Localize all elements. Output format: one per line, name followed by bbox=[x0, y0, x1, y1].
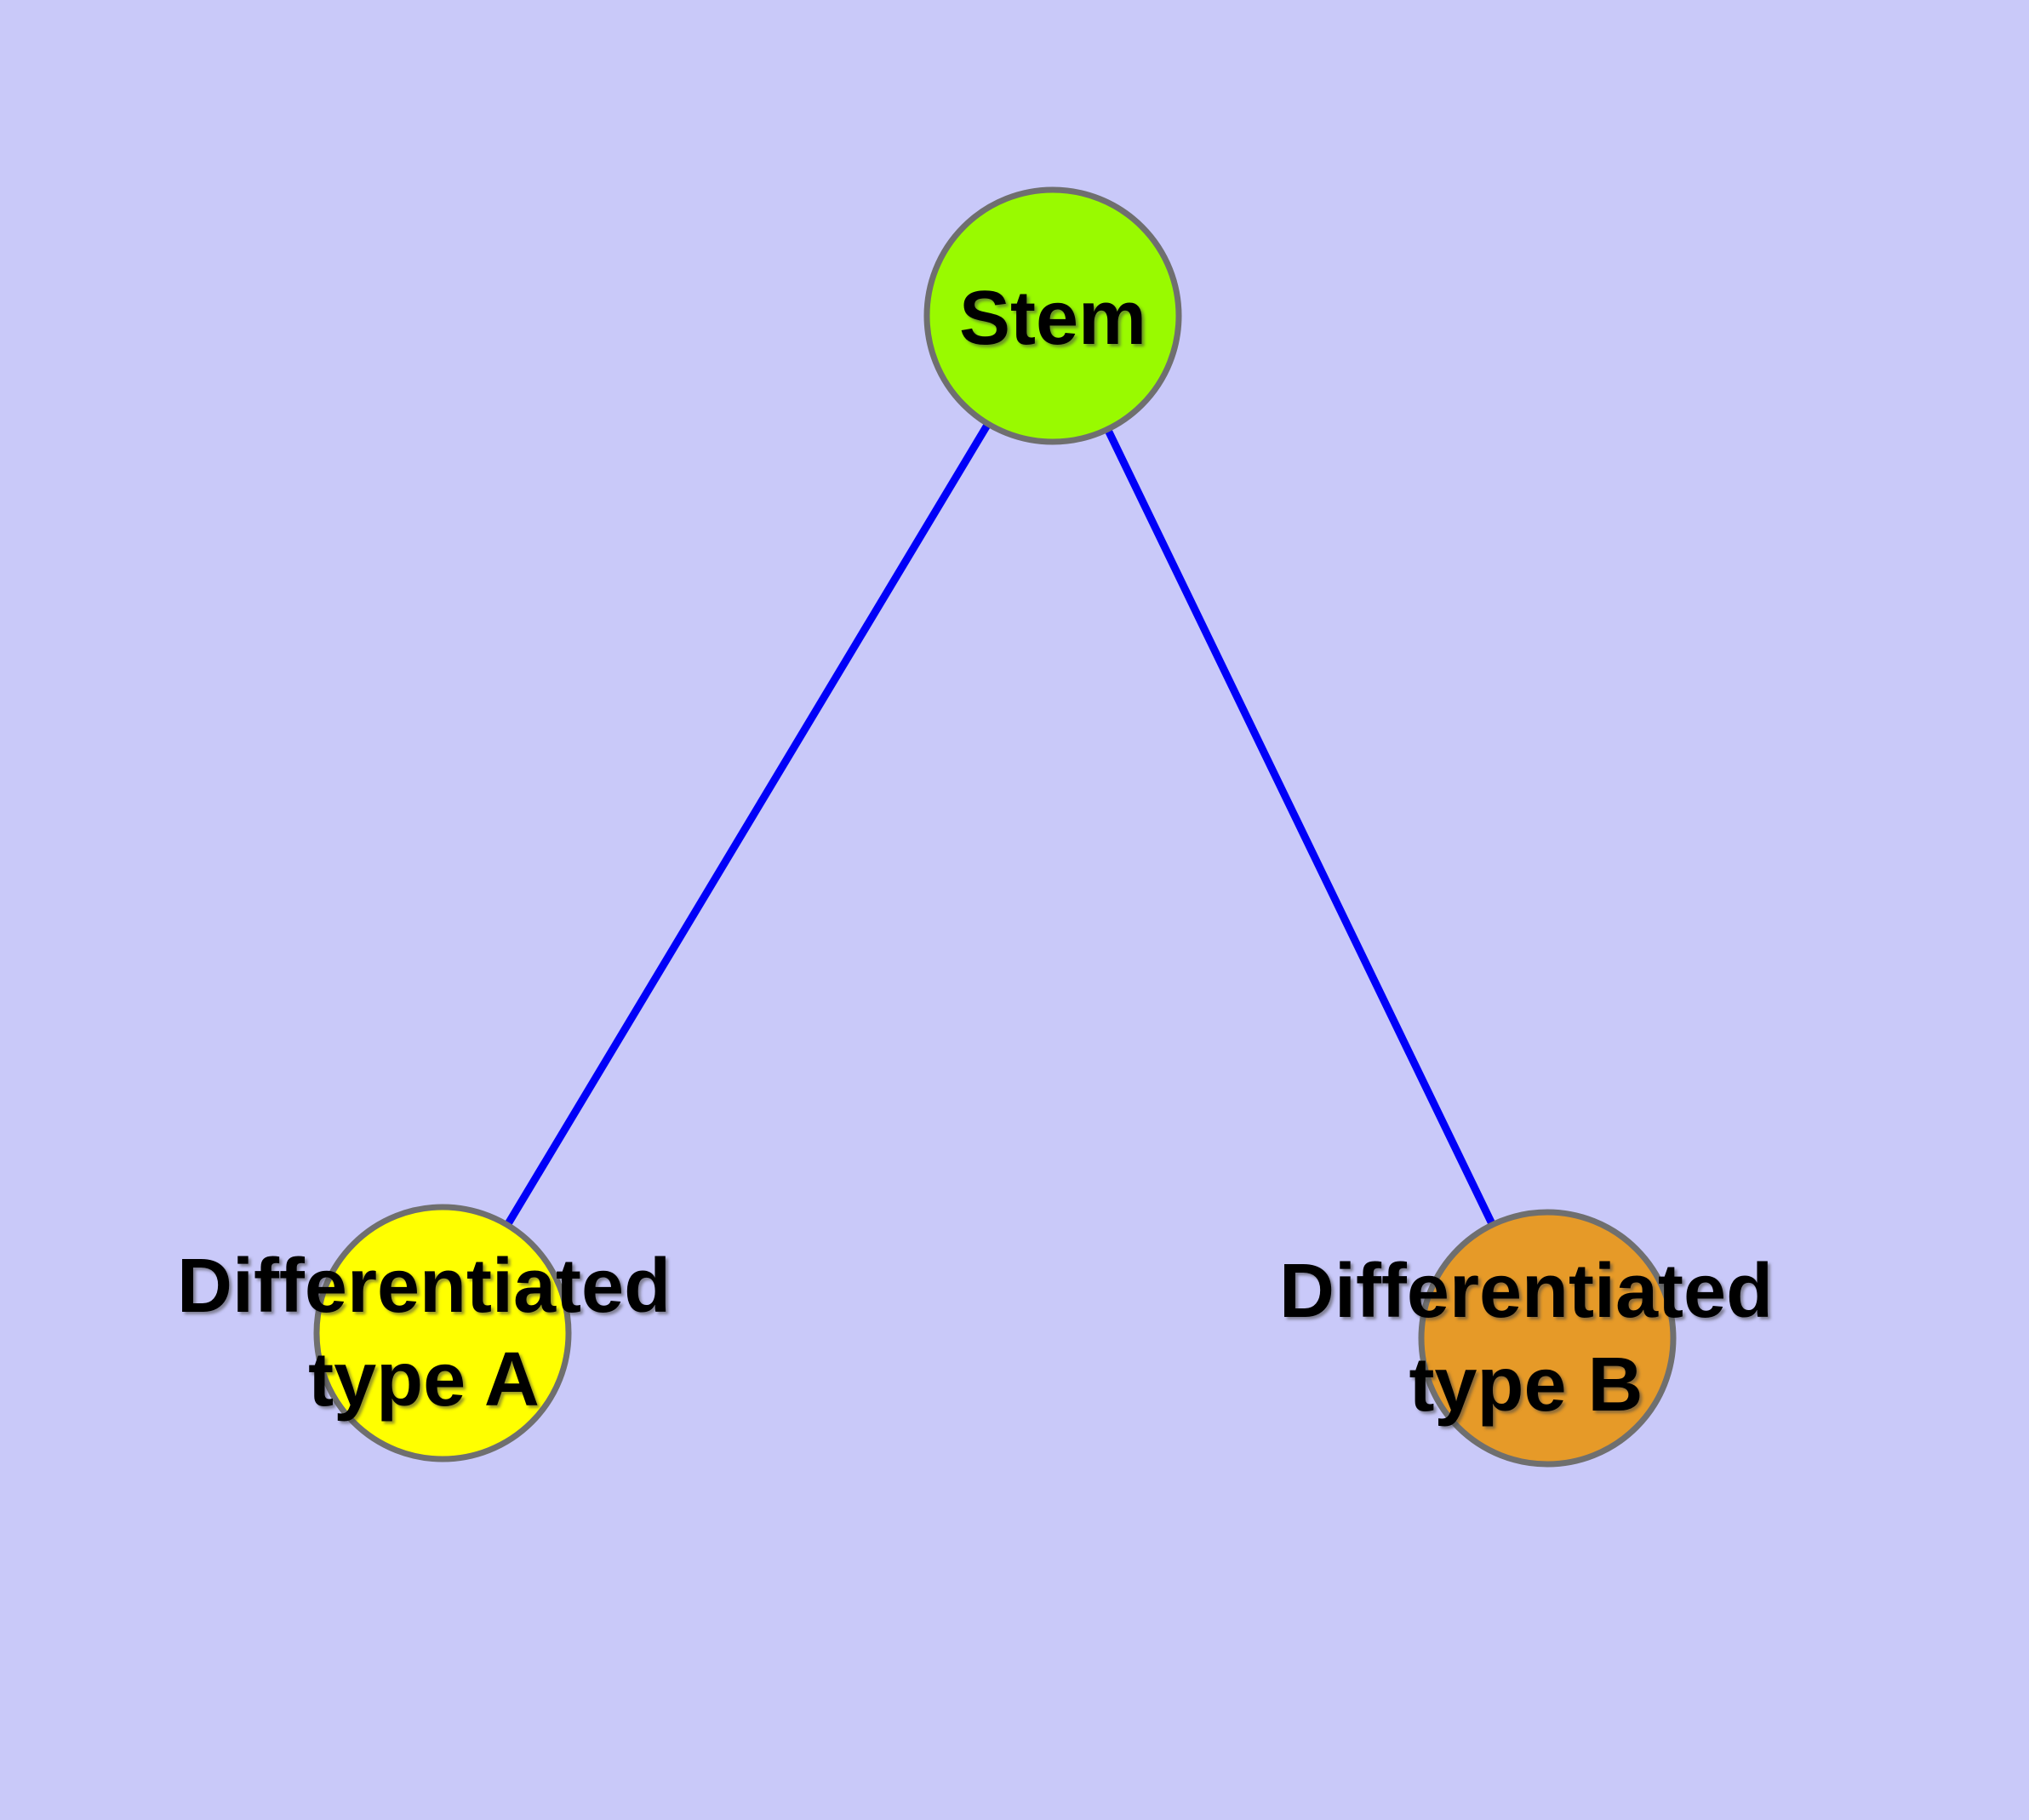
edge-stem-to-type-a[interactable] bbox=[439, 313, 1056, 1336]
edge-stem-to-type-b[interactable] bbox=[1049, 314, 1552, 1340]
node-type-b-circle[interactable] bbox=[1418, 1209, 1677, 1468]
node-stem-circle[interactable] bbox=[923, 186, 1182, 445]
node-type-a-circle[interactable] bbox=[313, 1204, 572, 1462]
